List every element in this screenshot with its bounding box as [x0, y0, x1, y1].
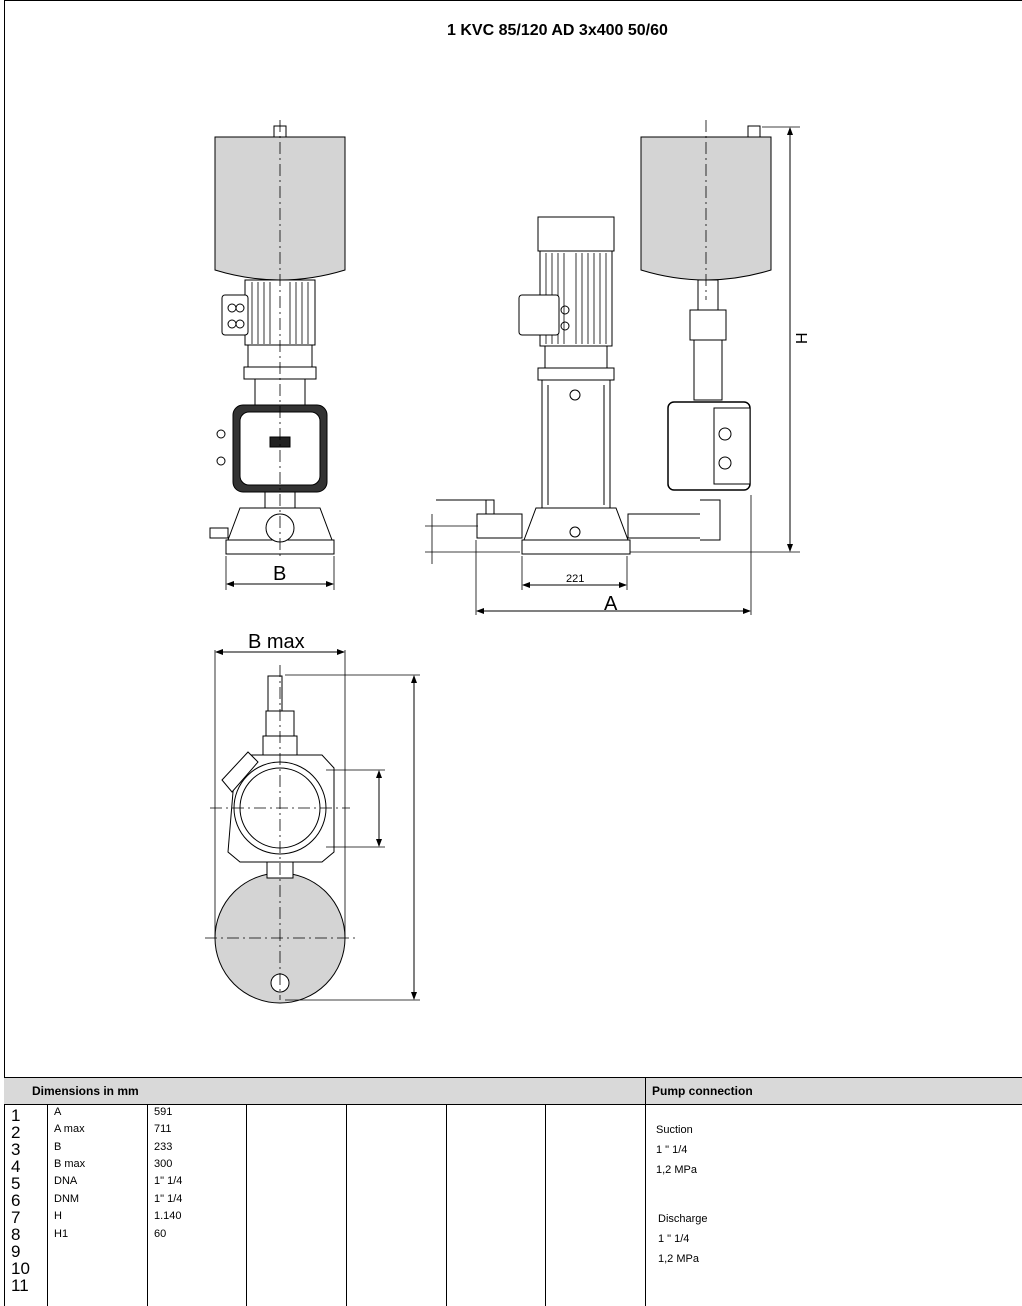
dim-label-b-max: B max — [248, 631, 305, 653]
dimension-name: A — [54, 1106, 62, 1118]
row-number: 9 — [11, 1242, 21, 1261]
discharge-size: 1 " 1/4 — [658, 1233, 690, 1245]
pump-connection-header: Pump connection — [652, 1084, 753, 1098]
side-view — [425, 120, 800, 615]
dimension-name: DNA — [54, 1175, 78, 1187]
table-divider — [446, 1104, 447, 1306]
table-divider — [545, 1104, 546, 1306]
frame-left-border — [4, 0, 5, 1306]
row-number: 4 — [11, 1157, 21, 1176]
suction-label: Suction — [656, 1124, 693, 1136]
dimension-value: 300 — [154, 1158, 173, 1170]
suction-size: 1 " 1/4 — [656, 1144, 688, 1156]
dimension-name: DNM — [54, 1193, 80, 1205]
row-number: 5 — [11, 1174, 21, 1193]
dim-label-a: A — [604, 593, 618, 615]
frame-top-border — [4, 0, 1022, 1]
product-title: 1 KVC 85/120 AD 3x400 50/60 — [447, 22, 668, 39]
table-divider — [346, 1104, 347, 1306]
dimension-value: 591 — [154, 1106, 173, 1118]
dimension-value: 60 — [154, 1228, 167, 1240]
row-number: 3 — [11, 1140, 21, 1159]
table-divider — [47, 1104, 48, 1306]
dimension-name: B — [54, 1141, 62, 1153]
dimension-name: H1 — [54, 1228, 69, 1240]
top-view — [205, 649, 420, 1004]
dim-label-h: H — [794, 332, 811, 344]
discharge-pressure: 1,2 MPa — [658, 1253, 699, 1265]
dimension-value: 233 — [154, 1141, 173, 1153]
table-divider — [645, 1077, 646, 1306]
row-number: 11 — [11, 1276, 29, 1295]
technical-drawing: B — [205, 120, 811, 1004]
row-number: 8 — [11, 1225, 21, 1244]
row-number: 1 — [11, 1106, 21, 1125]
table-divider — [246, 1104, 247, 1306]
front-view — [209, 120, 346, 590]
row-number: 10 — [11, 1259, 30, 1278]
row-number: 2 — [11, 1123, 21, 1142]
dimension-value: 1.140 — [154, 1210, 182, 1222]
dimension-value: 711 — [154, 1123, 172, 1135]
suction-pressure: 1,2 MPa — [656, 1164, 697, 1176]
dim-label-b: B — [273, 563, 286, 585]
dimension-name: A max — [54, 1123, 85, 1135]
table-header: Dimensions in mm Pump connection — [4, 1077, 1022, 1105]
dimensions-header: Dimensions in mm — [32, 1084, 139, 1098]
row-number: 7 — [11, 1208, 21, 1227]
dimension-value: 1" 1/4 — [154, 1175, 183, 1187]
dimension-value: 1" 1/4 — [154, 1193, 183, 1205]
dimension-name: B max — [54, 1158, 86, 1170]
discharge-label: Discharge — [658, 1213, 708, 1225]
dim-label-221: 221 — [566, 573, 584, 585]
dimension-name: H — [54, 1210, 62, 1222]
row-number: 6 — [11, 1191, 21, 1210]
table-divider — [147, 1104, 148, 1306]
